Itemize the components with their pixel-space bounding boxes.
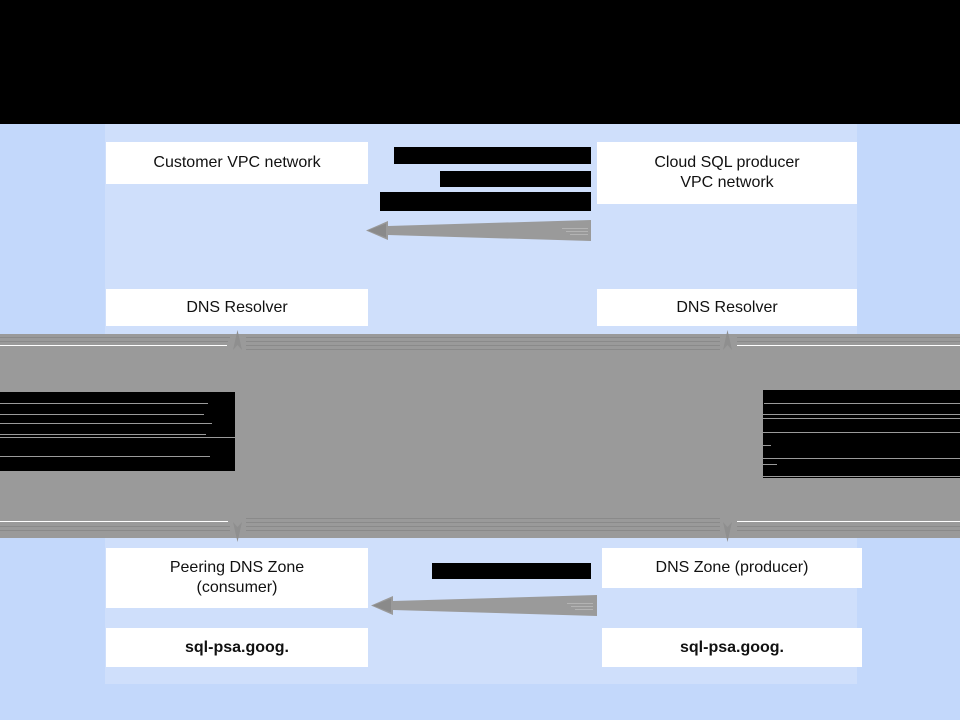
band-hairline (0, 337, 230, 338)
band-hairline (246, 522, 720, 523)
band-hairline (0, 521, 228, 522)
peering-link-producer-down-arrow (719, 518, 736, 542)
node-dns-zone-producer[interactable]: DNS Zone (producer) (602, 548, 862, 588)
band-hairline (246, 530, 720, 531)
arrow-producer-to-consumer-top (366, 218, 591, 242)
peering-link-consumer-up-arrow (229, 330, 246, 352)
node-customer-vpc-network[interactable]: Customer VPC network (106, 142, 368, 184)
node-dns-resolver-producer[interactable]: DNS Resolver (597, 289, 857, 326)
peering-link-consumer-down-arrow (229, 518, 246, 542)
band-hairline (246, 518, 720, 519)
node-zone-name-producer-label: sql-psa.goog. (680, 638, 784, 656)
redaction-sep (0, 423, 212, 424)
redaction-sep (757, 476, 960, 477)
band-hairline (0, 341, 228, 342)
redaction-sep (0, 474, 206, 475)
redaction-block-right (763, 390, 960, 478)
node-dns-resolver-producer-label: DNS Resolver (676, 298, 778, 316)
redaction-sep (0, 434, 206, 435)
node-customer-vpc-network-label: Customer VPC network (153, 154, 321, 171)
band-hairline (737, 337, 960, 338)
redaction-sep (0, 456, 210, 457)
redaction-sep (764, 403, 960, 404)
redaction-bar-top-3 (380, 192, 591, 211)
band-hairline (246, 349, 720, 350)
node-zone-name-consumer[interactable]: sql-psa.goog. (106, 628, 368, 667)
node-dns-zone-producer-label: DNS Zone (producer) (655, 559, 809, 576)
band-hairline (0, 526, 230, 527)
band-hairline (737, 341, 960, 342)
peering-link-producer-up-arrow (719, 330, 736, 352)
redaction-sep (757, 458, 960, 459)
band-hairline (737, 530, 960, 531)
redaction-sep (0, 403, 208, 404)
node-peering-dns-zone-consumer[interactable]: Peering DNS Zone (consumer) (106, 548, 368, 608)
redaction-sep (757, 414, 960, 415)
band-hairline (737, 345, 960, 346)
node-peering-dns-zone-consumer-label-line2: (consumer) (196, 579, 278, 596)
band-hairline (246, 345, 720, 346)
band-hairline (737, 521, 960, 522)
redaction-bar-top-2 (440, 171, 591, 187)
arrow-producer-zone-to-peering-zone (371, 593, 597, 617)
redaction-sep (0, 414, 204, 415)
band-hairline (0, 530, 230, 531)
node-dns-resolver-consumer-label: DNS Resolver (186, 298, 288, 316)
node-cloud-sql-producer-vpc-network-label-line1: Cloud SQL producer (654, 154, 800, 171)
redaction-sep (757, 418, 960, 419)
node-zone-name-producer[interactable]: sql-psa.goog. (602, 628, 862, 667)
redaction-bar-bottom (432, 563, 591, 579)
node-cloud-sql-producer-vpc-network-label-line2: VPC network (680, 174, 774, 191)
redaction-sep (757, 464, 777, 465)
node-peering-dns-zone-consumer-label-line1: Peering DNS Zone (169, 559, 305, 576)
node-zone-name-consumer-label: sql-psa.goog. (185, 638, 289, 656)
band-hairline (246, 526, 720, 527)
redaction-block-left (0, 392, 235, 471)
node-dns-resolver-consumer[interactable]: DNS Resolver (106, 289, 368, 326)
redaction-sep (757, 445, 771, 446)
redaction-sep (0, 437, 235, 438)
redaction-sep (757, 432, 960, 433)
top-black-redaction-band (0, 0, 960, 124)
node-cloud-sql-producer-vpc-network[interactable]: Cloud SQL producer VPC network (597, 142, 857, 204)
band-hairline (0, 345, 227, 346)
band-hairline (246, 341, 720, 342)
band-hairline (246, 337, 720, 338)
band-hairline (737, 526, 960, 527)
redaction-bar-top-1 (394, 147, 591, 164)
